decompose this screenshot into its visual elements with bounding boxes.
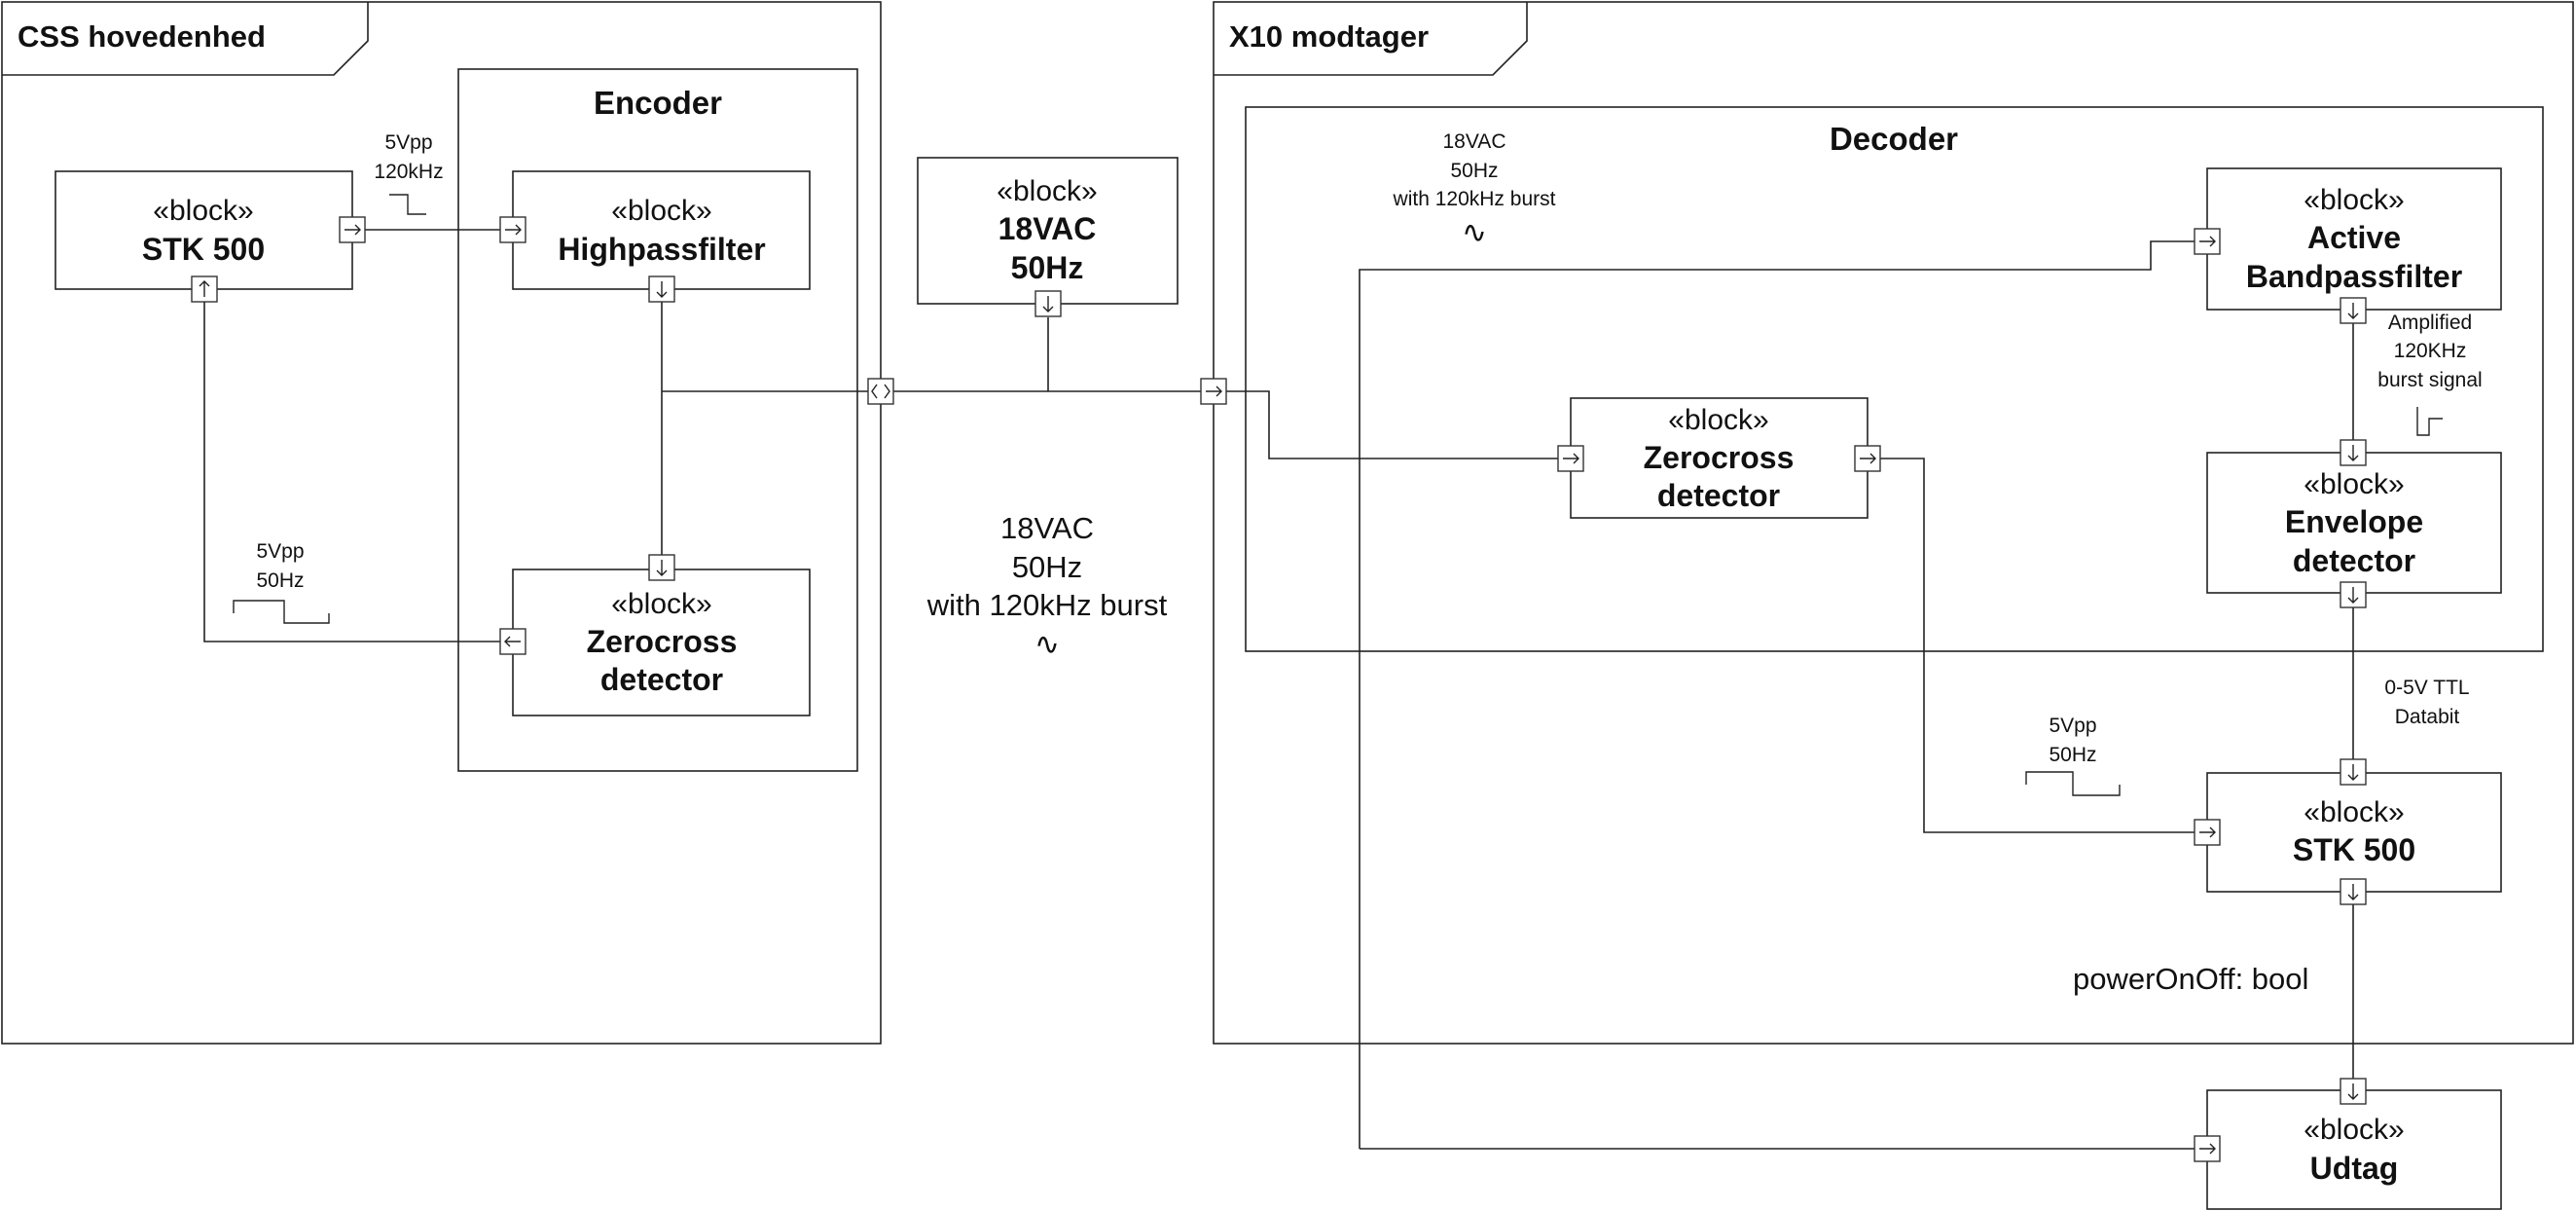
block-stk500-left[interactable]: «block» STK 500 (54, 170, 353, 290)
block-udtag[interactable]: «block» Udtag (2206, 1089, 2502, 1210)
block-name-line1: Active (2307, 220, 2401, 255)
block-name: STK 500 (142, 232, 265, 267)
decoder-title: Decoder (1830, 121, 1958, 157)
port-bandpass-out[interactable] (2340, 297, 2367, 324)
annotation-zc-left-signal: 5Vpp 50Hz (233, 540, 330, 624)
port-highpass-in[interactable] (499, 216, 526, 243)
block-supply-18vac[interactable]: «block» 18VAC 50Hz (917, 157, 1179, 305)
encoder-title: Encoder (594, 85, 722, 121)
svg-text:with 120kHz burst: with 120kHz burst (926, 588, 1168, 622)
block-name-line2: Bandpassfilter (2246, 259, 2462, 294)
port-stk500-right-in-top[interactable] (2340, 758, 2367, 786)
square-wave-icon (233, 600, 330, 624)
frame-css-hovedenhed: CSS hovedenhed (1, 1, 882, 1045)
frame-css-title: CSS hovedenhed (18, 19, 266, 54)
block-stereotype: «block» (153, 195, 253, 227)
port-x10-line-in[interactable] (1200, 378, 1227, 405)
wire-to-bandpass (1359, 240, 2195, 1149)
wire-zc-left-to-stk (203, 291, 501, 642)
square-pulse-icon (2416, 407, 2443, 436)
port-highpass-out[interactable] (648, 275, 675, 303)
block-stereotype: «block» (2304, 796, 2404, 828)
block-name-line1: Zerocross (1644, 440, 1795, 475)
block-zerocross-right[interactable]: «block» Zerocross detector (1570, 397, 1869, 519)
block-stereotype: «block» (1668, 404, 1768, 436)
annotation-decoder-input: 18VAC 50Hz with 120kHz burst ∿ (1393, 130, 1556, 249)
svg-text:with 120kHz burst: with 120kHz burst (1393, 188, 1556, 210)
port-zc-right-out[interactable] (1854, 445, 1881, 472)
block-stereotype: «block» (611, 195, 711, 227)
annotation-amplified: Amplified 120KHz burst signal (2377, 312, 2483, 436)
port-envelope-out[interactable] (2340, 581, 2367, 608)
block-stereotype: «block» (2304, 468, 2404, 500)
annotation-encoder-signal: 5Vpp 120kHz (374, 131, 444, 215)
block-stereotype: «block» (611, 588, 711, 620)
block-name-line2: 50Hz (1011, 250, 1084, 285)
port-udtag-in-left[interactable] (2194, 1135, 2221, 1162)
square-wave-icon (2025, 771, 2121, 796)
block-name: Highpassfilter (558, 232, 765, 267)
block-name-line1: Envelope (2285, 504, 2423, 539)
block-active-bandpassfilter[interactable]: «block» Active Bandpassfilter (2206, 167, 2502, 311)
frame-x10-modtager: X10 modtager (1213, 1, 2574, 1045)
svg-text:18VAC: 18VAC (1443, 130, 1506, 153)
block-highpassfilter[interactable]: «block» Highpassfilter (512, 170, 811, 290)
svg-text:0-5V TTL: 0-5V TTL (2384, 677, 2469, 699)
port-stk500-right-in-left[interactable] (2194, 819, 2221, 846)
port-css-line-bidirectional[interactable] (867, 378, 894, 405)
svg-text:120kHz: 120kHz (374, 161, 443, 183)
frame-x10-title: X10 modtager (1229, 19, 1429, 54)
port-supply-out[interactable] (1034, 290, 1062, 317)
port-stk500-right-out[interactable] (2340, 878, 2367, 905)
wire-zc-right-to-stk (1878, 458, 2195, 833)
wire-line-to-zc-right (1226, 390, 1558, 459)
svg-text:Amplified: Amplified (2388, 312, 2472, 334)
annotation-zc-right-signal: 5Vpp 50Hz (2025, 715, 2121, 796)
port-zc-right-in[interactable] (1557, 445, 1584, 472)
port-envelope-in[interactable] (2340, 439, 2367, 466)
svg-text:50Hz: 50Hz (2049, 744, 2096, 766)
svg-text:5Vpp: 5Vpp (384, 131, 432, 154)
block-zerocross-left[interactable]: «block» Zerocross detector (512, 569, 811, 716)
port-bandpass-in[interactable] (2194, 228, 2221, 255)
block-name-line2: detector (1657, 478, 1780, 513)
decoder-container: Decoder (1245, 106, 2544, 652)
block-stereotype: «block» (2304, 1114, 2404, 1146)
svg-text:18VAC: 18VAC (1000, 511, 1094, 545)
port-stk500-left-out[interactable] (339, 216, 366, 243)
block-name: STK 500 (2293, 832, 2415, 867)
annotation-line-signal: 18VAC 50Hz with 120kHz burst ∿ (926, 511, 1168, 661)
port-zc-left-in[interactable] (648, 554, 675, 581)
block-name-line2: detector (2293, 543, 2415, 578)
block-name-line1: 18VAC (998, 211, 1097, 246)
block-name-line2: detector (600, 662, 723, 697)
port-stk500-left-in[interactable] (191, 275, 218, 303)
block-stereotype: «block» (2304, 184, 2404, 216)
sine-wave-icon: ∿ (1034, 627, 1060, 661)
block-name: Udtag (2310, 1151, 2399, 1186)
svg-text:burst signal: burst signal (2377, 369, 2482, 391)
svg-text:50Hz: 50Hz (256, 569, 304, 592)
svg-text:5Vpp: 5Vpp (256, 540, 304, 563)
svg-text:120KHz: 120KHz (2394, 340, 2467, 362)
annotation-power-on-off: powerOnOff: bool (2073, 962, 2308, 996)
square-pulse-icon (389, 194, 426, 215)
sine-wave-icon: ∿ (1462, 215, 1487, 249)
connections (203, 229, 2354, 1150)
port-zc-left-out[interactable] (499, 628, 526, 655)
svg-text:Databit: Databit (2395, 706, 2460, 728)
annotation-ttl: 0-5V TTL Databit (2384, 677, 2469, 728)
block-envelope-detector[interactable]: «block» Envelope detector (2206, 452, 2502, 594)
block-name-line1: Zerocross (587, 624, 738, 659)
block-stereotype: «block» (997, 175, 1097, 207)
port-udtag-in-top[interactable] (2340, 1078, 2367, 1105)
svg-text:50Hz: 50Hz (1012, 550, 1082, 584)
svg-text:50Hz: 50Hz (1450, 160, 1498, 182)
svg-text:5Vpp: 5Vpp (2049, 715, 2096, 737)
block-stk500-right[interactable]: «block» STK 500 (2206, 772, 2502, 893)
encoder-container: Encoder (457, 68, 858, 772)
